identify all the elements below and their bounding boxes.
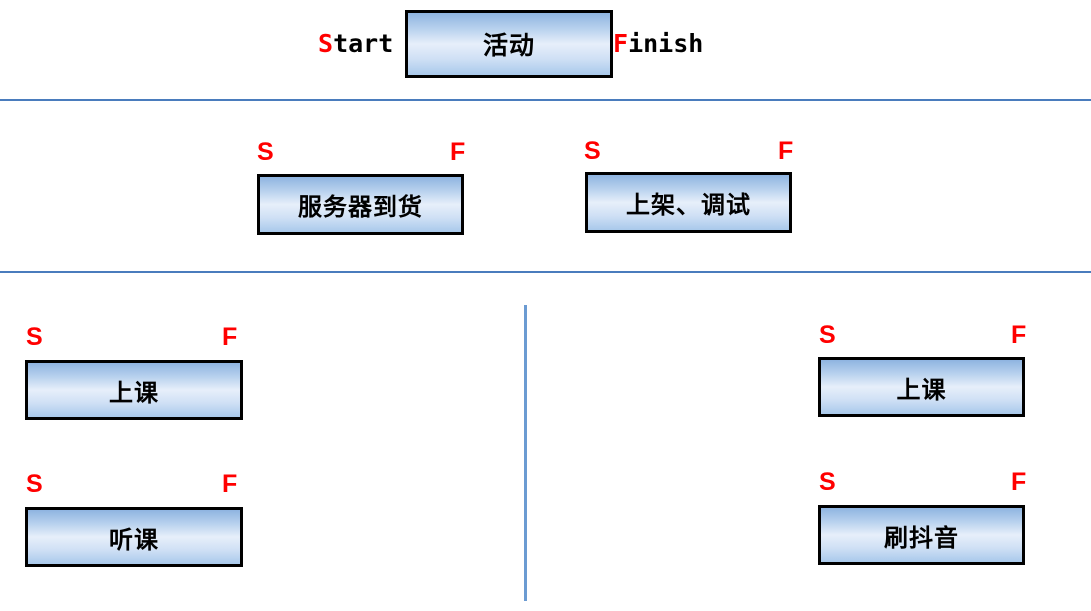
start-word: Start: [318, 31, 393, 56]
activity-box-right-attend-class[interactable]: 上课: [818, 357, 1025, 417]
finish-marker: F: [1011, 468, 1027, 496]
divider-rule-vertical: [524, 305, 527, 601]
finish-word: Finish: [613, 31, 703, 56]
activity-box-label: 刷抖音: [884, 524, 959, 552]
finish-marker: F: [222, 323, 238, 351]
finish-marker: F: [1011, 321, 1027, 349]
start-marker: S: [26, 470, 43, 498]
activity-box-rack-and-debug[interactable]: 上架、调试: [585, 172, 792, 233]
activity-box-server-arrival[interactable]: 服务器到货: [257, 174, 464, 235]
start-marker: S: [257, 138, 274, 166]
start-word-rest: tart: [333, 29, 394, 58]
start-marker: S: [26, 323, 43, 351]
finish-marker: F: [222, 470, 238, 498]
finish-word-initial: F: [613, 29, 629, 58]
activity-box-label: 活动: [482, 32, 535, 60]
finish-marker: F: [450, 138, 466, 166]
start-marker: S: [584, 137, 601, 165]
activity-box-label: 上课: [109, 379, 159, 407]
start-marker: S: [819, 321, 836, 349]
activity-box-label: 服务器到货: [298, 194, 423, 221]
activity-box-right-scroll-douyin[interactable]: 刷抖音: [818, 505, 1025, 565]
activity-box-left-listen-class[interactable]: 听课: [25, 507, 243, 567]
finish-word-rest: inish: [628, 29, 704, 58]
activity-box-legend[interactable]: 活动: [405, 10, 613, 78]
start-word-initial: S: [318, 29, 334, 58]
activity-box-label: 上课: [896, 376, 947, 404]
divider-rule-2: [0, 271, 1091, 273]
finish-marker: F: [778, 137, 794, 165]
activity-box-label: 听课: [109, 526, 159, 554]
start-marker: S: [819, 468, 836, 496]
activity-box-left-attend-class[interactable]: 上课: [25, 360, 243, 420]
divider-rule-1: [0, 99, 1091, 101]
activity-box-label: 上架、调试: [626, 192, 751, 219]
